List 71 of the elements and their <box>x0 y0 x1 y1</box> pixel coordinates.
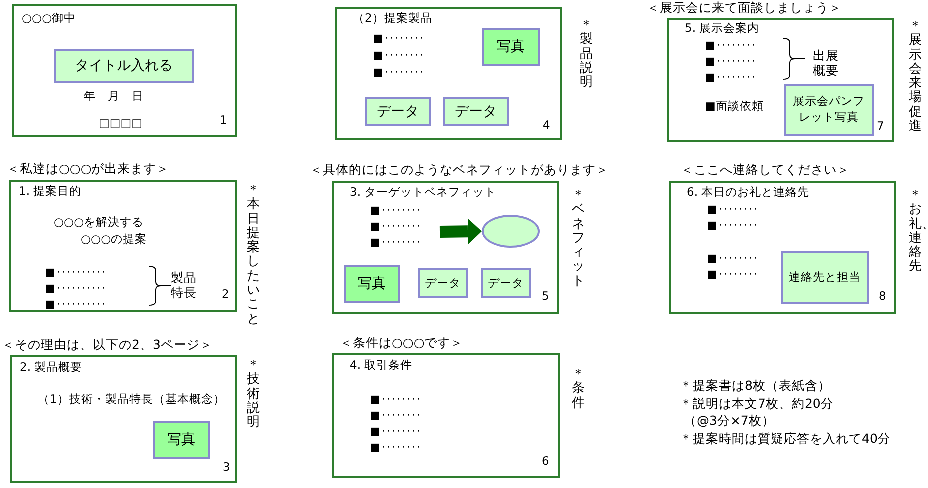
slide-heading: ＜具体的にはこのようなベネフィットがあります＞ <box>310 162 609 177</box>
title-box: タイトル入れる <box>54 49 194 83</box>
note-text: ＊提案書は8枚（表紙含） <box>680 378 831 395</box>
page-number: 4 <box>543 119 550 133</box>
slide-text: 年 月 日 <box>84 90 144 104</box>
side-note: ＊技術説明 <box>247 359 260 430</box>
bullet-line: ■········ <box>705 71 757 84</box>
page-number: 3 <box>223 461 230 475</box>
bracket-label: 製品特長 <box>171 270 198 300</box>
bullet-line: ■········ <box>370 409 422 422</box>
bullet-line: ■········ <box>373 66 425 80</box>
bullet-line: ■·········· <box>45 266 107 280</box>
photo-box: 写真 <box>344 265 400 303</box>
slide-text: ○○○を解決する <box>54 216 144 230</box>
slide-heading: ＜私達は○○○が出来ます＞ <box>7 161 170 176</box>
slide-heading: ＜ここへ連絡してください＞ <box>681 162 850 177</box>
page-number: 5 <box>542 290 550 304</box>
bullet-line: ■·········· <box>45 282 107 296</box>
slide-text: 1. 提案目的 <box>19 185 82 199</box>
side-note: ＊条件 <box>572 368 585 411</box>
data-box: データ <box>365 97 431 126</box>
side-note: ＊本日提案したいこと <box>247 184 260 327</box>
bullet-line: ■········ <box>707 203 759 216</box>
slide-heading: ＜その理由は、以下の2、3ページ＞ <box>2 337 213 352</box>
slide-text: ■面談依頼 <box>705 100 764 114</box>
bullet-line: ■········ <box>370 441 422 454</box>
side-note: ＊製品説明 <box>580 19 593 90</box>
slide-heading: ＜展示会に来て面談しましょう＞ <box>647 0 842 15</box>
bullet-line: ■········ <box>707 219 759 232</box>
bullet-line: ■·········· <box>45 298 107 312</box>
slide-text: 5. 展示会案内 <box>685 22 760 36</box>
slide-text: （1）技術・製品特長（基本概念） <box>38 393 226 407</box>
slide-text: □□□□ <box>99 117 142 131</box>
info-box: 連絡先と担当 <box>781 251 869 304</box>
bullet-line: ■········ <box>707 252 759 266</box>
slide-heading: ＜条件は○○○です＞ <box>340 335 464 350</box>
note-text: ＊提案時間は質疑応答を入れて40分 <box>680 431 891 448</box>
slide-text: ○○○の提案 <box>81 233 148 247</box>
bracket-label: 出展概要 <box>813 48 840 78</box>
photo-box: 写真 <box>153 421 210 459</box>
slide-text: 3. ターゲットベネフィット <box>350 186 497 200</box>
page-number: 6 <box>542 455 550 469</box>
data-box: データ <box>418 268 468 298</box>
page-number: 1 <box>220 114 228 128</box>
page-number: 7 <box>877 120 884 134</box>
bullet-line: ■········ <box>370 236 422 250</box>
block-arrow <box>440 218 482 245</box>
side-note: ＊ベネフィット <box>572 189 585 290</box>
data-box: データ <box>443 97 509 126</box>
bullet-line: ■········ <box>373 32 425 46</box>
bullet-line: ■········ <box>370 204 422 218</box>
note-text: ＊説明は本文7枚、約20分 <box>680 396 834 413</box>
side-note: ＊展示会来場促進 <box>909 20 922 134</box>
bullet-line: ■········ <box>370 425 422 438</box>
slide-text: ○○○御中 <box>22 12 76 26</box>
bullet-line: ■········ <box>370 393 422 406</box>
slide-text: 6. 本日のお礼と連絡先 <box>687 186 810 200</box>
slide-text: 4. 取引条件 <box>350 359 413 373</box>
bullet-line: ■········ <box>707 268 759 282</box>
note-text: （@3分×7枚） <box>684 413 775 430</box>
slide-text: （2）提案製品 <box>353 12 432 26</box>
page-number: 8 <box>879 290 886 304</box>
info-box: 展示会パンフレット写真 <box>784 84 874 136</box>
data-box: データ <box>481 268 531 298</box>
bullet-line: ■········ <box>373 49 425 62</box>
bullet-line: ■········ <box>370 220 422 234</box>
bullet-line: ■········ <box>705 55 757 68</box>
photo-box: 写真 <box>482 28 540 66</box>
page-number: 2 <box>222 288 230 302</box>
bullet-line: ■········ <box>705 39 757 52</box>
slide-text: 2. 製品概要 <box>20 361 83 375</box>
